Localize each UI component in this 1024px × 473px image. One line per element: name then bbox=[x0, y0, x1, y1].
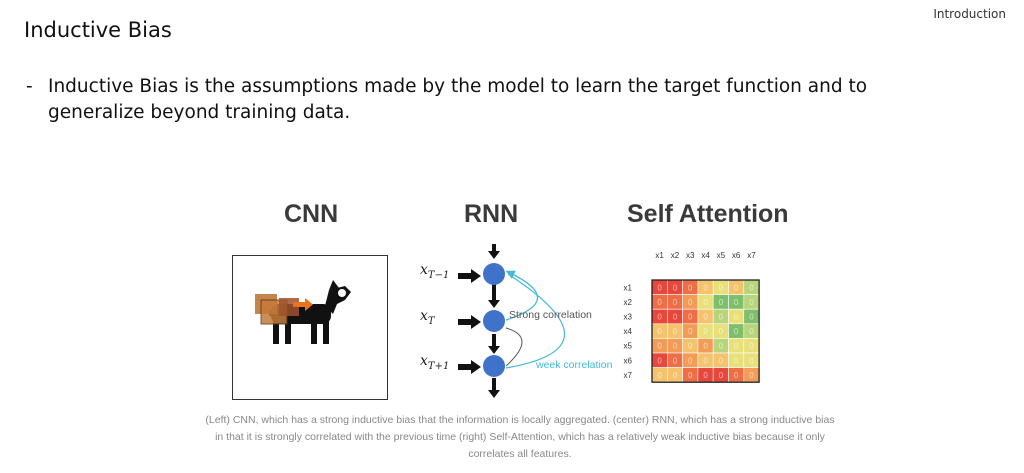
heatmap-cell-value: 0 bbox=[688, 327, 693, 336]
heatmap-col-label: x2 bbox=[671, 251, 680, 260]
heatmap-cell-value: 0 bbox=[673, 327, 678, 336]
dog-illustration bbox=[255, 280, 351, 344]
week-correlation-long-arc bbox=[505, 273, 565, 369]
heatmap-cell-value: 0 bbox=[734, 283, 739, 292]
heatmap-col-label: x7 bbox=[747, 251, 756, 260]
heatmap-cell-value: 0 bbox=[657, 283, 662, 292]
heatmap-cell-value: 0 bbox=[734, 356, 739, 365]
heatmap-cell-value: 0 bbox=[734, 327, 739, 336]
heatmap-cell-value: 0 bbox=[749, 356, 754, 365]
heatmap-cell-value: 0 bbox=[688, 342, 693, 351]
heatmap-cell-value: 0 bbox=[719, 327, 724, 336]
receptive-field-boxes bbox=[255, 294, 299, 325]
rnn-title: RNN bbox=[464, 200, 519, 228]
heatmap-cell-value: 0 bbox=[719, 283, 724, 292]
heatmap-col-label: x4 bbox=[701, 251, 710, 260]
heatmap-row-label: x3 bbox=[624, 313, 633, 322]
section-label: Introduction bbox=[933, 7, 1006, 21]
rnn-input-arrows bbox=[458, 269, 481, 374]
heatmap-cell-value: 0 bbox=[673, 371, 678, 380]
heatmap-cell-value: 0 bbox=[673, 283, 678, 292]
heatmap-cell-value: 0 bbox=[673, 313, 678, 322]
attention-heatmap: x1 x2 x3 x4 x5 x6 x7 x1 x2 x3 x4 x5 x6 x7 0 0 0 0 0 0 0 0 0 0 0 0… bbox=[624, 251, 760, 383]
heatmap-cell-value: 0 bbox=[749, 313, 754, 322]
rnn-input-label: xT+1 bbox=[420, 353, 450, 372]
heatmap-cell-value: 0 bbox=[673, 298, 678, 307]
heatmap-cell-value: 0 bbox=[749, 342, 754, 351]
heatmap-col-label: x3 bbox=[686, 251, 695, 260]
heatmap-cell-value: 0 bbox=[703, 327, 708, 336]
bullet-text: Inductive Bias is the assumptions made b… bbox=[48, 76, 868, 123]
heatmap-cell-value: 0 bbox=[703, 356, 708, 365]
heatmap-cell-value: 0 bbox=[688, 371, 693, 380]
week-correlation-label: week correlation bbox=[536, 359, 613, 371]
heatmap-cell-value: 0 bbox=[734, 371, 739, 380]
bullet-point: - Inductive Bias is the assumptions made… bbox=[26, 74, 926, 126]
strong-correlation-arc bbox=[505, 270, 538, 321]
heatmap-row-label: x6 bbox=[624, 356, 633, 365]
heatmap-cell-value: 0 bbox=[719, 298, 724, 307]
heatmap-cell-value: 0 bbox=[749, 371, 754, 380]
heatmap-cell-value: 0 bbox=[734, 313, 739, 322]
heatmap-cell-value: 0 bbox=[703, 298, 708, 307]
rnn-diagram bbox=[458, 244, 565, 398]
strong-correlation-label: Strong correlation bbox=[509, 309, 592, 321]
heatmap-row-label: x4 bbox=[624, 327, 633, 336]
heatmap-row-label: x2 bbox=[624, 298, 633, 307]
heatmap-cell-value: 0 bbox=[734, 342, 739, 351]
heatmap-cell-value: 0 bbox=[719, 313, 724, 322]
heatmap-cell-value: 0 bbox=[719, 342, 724, 351]
heatmap-border bbox=[651, 279, 760, 383]
orange-arrow-icon bbox=[293, 298, 313, 311]
heatmap-col-label: x6 bbox=[732, 251, 741, 260]
slide-title: Inductive Bias bbox=[24, 18, 172, 42]
cnn-figure-box bbox=[232, 255, 388, 400]
heatmap-cell-value: 0 bbox=[749, 327, 754, 336]
heatmap-cell-value: 0 bbox=[673, 342, 678, 351]
heatmap-cell-value: 0 bbox=[688, 313, 693, 322]
heatmap-cell-value: 0 bbox=[688, 283, 693, 292]
heatmap-cell-value: 0 bbox=[657, 342, 662, 351]
rnn-input-label: xT−1 bbox=[420, 262, 450, 281]
heatmap-cell-value: 0 bbox=[688, 298, 693, 307]
heatmap-cell-value: 0 bbox=[703, 283, 708, 292]
bullet-dash: - bbox=[26, 76, 33, 97]
figure-caption: (Left) CNN, which has a strong inductive… bbox=[205, 414, 835, 460]
heatmap-cell-value: 0 bbox=[688, 356, 693, 365]
heatmap-row-label: x7 bbox=[624, 371, 633, 380]
heatmap-cell-value: 0 bbox=[703, 371, 708, 380]
heatmap-row-label: x5 bbox=[624, 342, 633, 351]
heatmap-col-label: x5 bbox=[717, 251, 726, 260]
heatmap-cell-value: 0 bbox=[657, 298, 662, 307]
heatmap-cell-value: 0 bbox=[734, 298, 739, 307]
heatmap-cell-value: 0 bbox=[749, 283, 754, 292]
heatmap-cell-value: 0 bbox=[657, 356, 662, 365]
rnn-hidden-nodes bbox=[483, 263, 505, 377]
heatmap-cell-value: 0 bbox=[749, 298, 754, 307]
heatmap-cell-value: 0 bbox=[673, 356, 678, 365]
week-correlation-arc bbox=[505, 327, 523, 367]
heatmap-cell-value: 0 bbox=[719, 356, 724, 365]
rnn-vertical-arrows bbox=[488, 244, 500, 398]
heatmap-cell-value: 0 bbox=[657, 327, 662, 336]
heatmap-col-label: x1 bbox=[655, 251, 664, 260]
heatmap-cell-value: 0 bbox=[703, 342, 708, 351]
heatmap-row-label: x1 bbox=[624, 283, 633, 292]
rnn-input-label: xT bbox=[420, 308, 435, 327]
heatmap-cell-value: 0 bbox=[657, 371, 662, 380]
cnn-title: CNN bbox=[284, 200, 339, 228]
heatmap-cell-value: 0 bbox=[719, 371, 724, 380]
self-attention-title: Self Attention bbox=[627, 200, 789, 228]
heatmap-cell-value: 0 bbox=[703, 313, 708, 322]
heatmap-cell-value: 0 bbox=[657, 313, 662, 322]
